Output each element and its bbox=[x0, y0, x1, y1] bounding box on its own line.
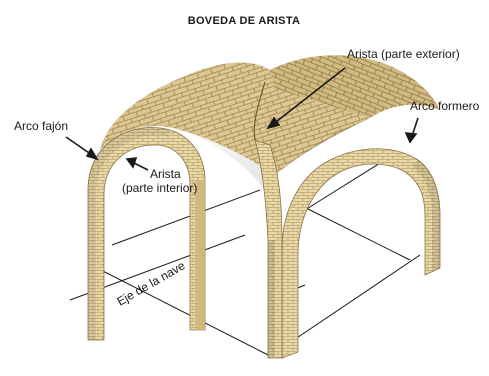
label-arco-formero: Arco formero bbox=[410, 99, 480, 113]
label-eje-nave: Eje de la nave bbox=[115, 258, 188, 308]
label-arco-fajon: Arco fajón bbox=[14, 119, 68, 133]
label-arista-exterior: Arista (parte exterior) bbox=[347, 47, 460, 61]
diagram-title: BOVEDA DE ARISTA bbox=[188, 15, 301, 27]
arco-fajon bbox=[88, 128, 205, 341]
back-pier bbox=[195, 180, 205, 330]
label-arista-interior-sub: (parte interior) bbox=[122, 181, 197, 195]
arco-formero bbox=[282, 149, 440, 358]
label-arista-interior: Arista bbox=[150, 167, 181, 181]
